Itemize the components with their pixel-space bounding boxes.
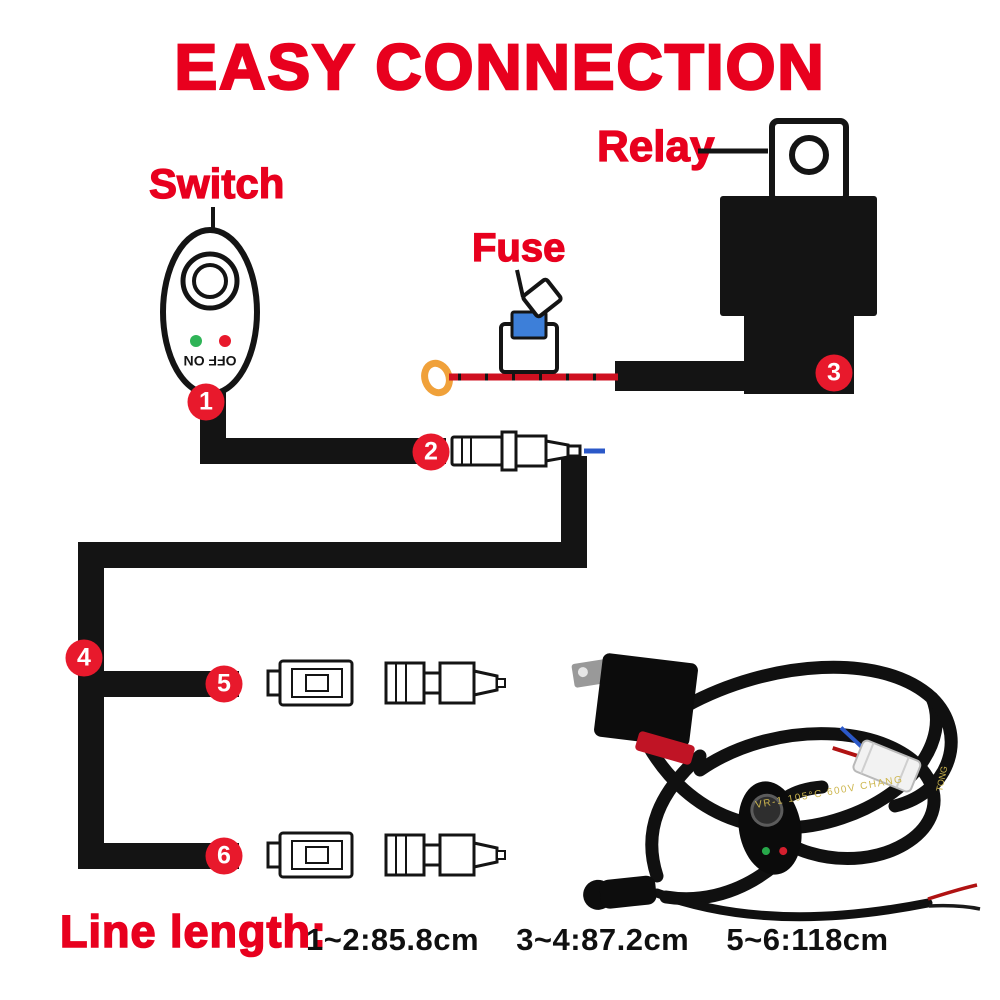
measurement-value: 85.8cm <box>370 922 480 957</box>
photo-blue-wire <box>839 726 863 749</box>
badge-5: 5 <box>205 665 243 703</box>
badge-4: 4 <box>65 639 103 677</box>
photo-led-red-icon <box>779 847 788 856</box>
switch-graphic: OFF ON <box>160 207 260 397</box>
switch-button-outer <box>180 251 240 311</box>
wire-main-run <box>78 456 587 869</box>
harness-cables <box>641 660 958 906</box>
photo-switch <box>738 781 802 875</box>
connector-2-graphic <box>450 430 605 472</box>
harness-tail-wire <box>652 888 933 922</box>
line-length-label: Line length: <box>59 905 327 958</box>
switch-label: Switch <box>148 159 285 207</box>
fuse-graphic <box>499 269 563 374</box>
measurement-3-4: 3~4:87.2cm <box>516 922 689 957</box>
relay-body <box>720 196 877 316</box>
measurement-range: 1~2: <box>306 922 371 957</box>
connector-5-graphic <box>266 659 507 707</box>
badge-1: 1 <box>187 383 225 421</box>
line-length-values: 1~2:85.8cm 3~4:87.2cm 5~6:118cm <box>306 922 917 958</box>
measurement-1-2: 1~2:85.8cm <box>306 922 479 957</box>
measurement-value: 118cm <box>791 922 889 957</box>
switch-led-green-icon <box>190 335 202 347</box>
measurement-5-6: 5~6:118cm <box>726 922 888 957</box>
fuse-cap-tilted <box>521 277 563 319</box>
measurement-range: 3~4: <box>516 922 582 957</box>
product-photo: VR-1 105°C 600V CHANG TONG <box>571 653 981 922</box>
fuse-pointer-line <box>515 269 525 298</box>
relay-graphic <box>698 118 877 394</box>
switch-button-inner <box>192 263 228 299</box>
fuse-label: Fuse <box>471 225 566 270</box>
measurement-value: 87.2cm <box>581 922 690 957</box>
badge-3: 3 <box>815 354 853 392</box>
photo-red-wire <box>832 746 859 758</box>
badge-2: 2 <box>412 433 450 471</box>
relay-label: Relay <box>596 121 715 171</box>
photo-led-green-icon <box>761 847 770 856</box>
photo-relay <box>571 653 698 747</box>
fuse-blue <box>510 310 548 340</box>
photo-red-sleeve <box>635 731 695 765</box>
ring-terminal-icon <box>421 359 453 397</box>
photo-connector-plug <box>583 875 657 910</box>
page-title: EASY CONNECTION <box>173 30 826 105</box>
tail-black-wire <box>928 903 981 911</box>
wire-switch-to-connector2 <box>200 384 446 464</box>
measurement-range: 5~6: <box>726 922 792 957</box>
switch-off-on-text: OFF ON <box>184 353 237 369</box>
badge-6: 6 <box>205 837 243 875</box>
photo-white-connector <box>832 726 922 793</box>
switch-led-red-icon <box>219 335 231 347</box>
tail-red-wire <box>927 883 978 901</box>
connector-6-graphic <box>266 831 507 879</box>
cable-marking-text-2: TONG <box>934 765 949 792</box>
relay-tab-hole <box>789 135 829 175</box>
fuse-wire <box>421 359 618 397</box>
